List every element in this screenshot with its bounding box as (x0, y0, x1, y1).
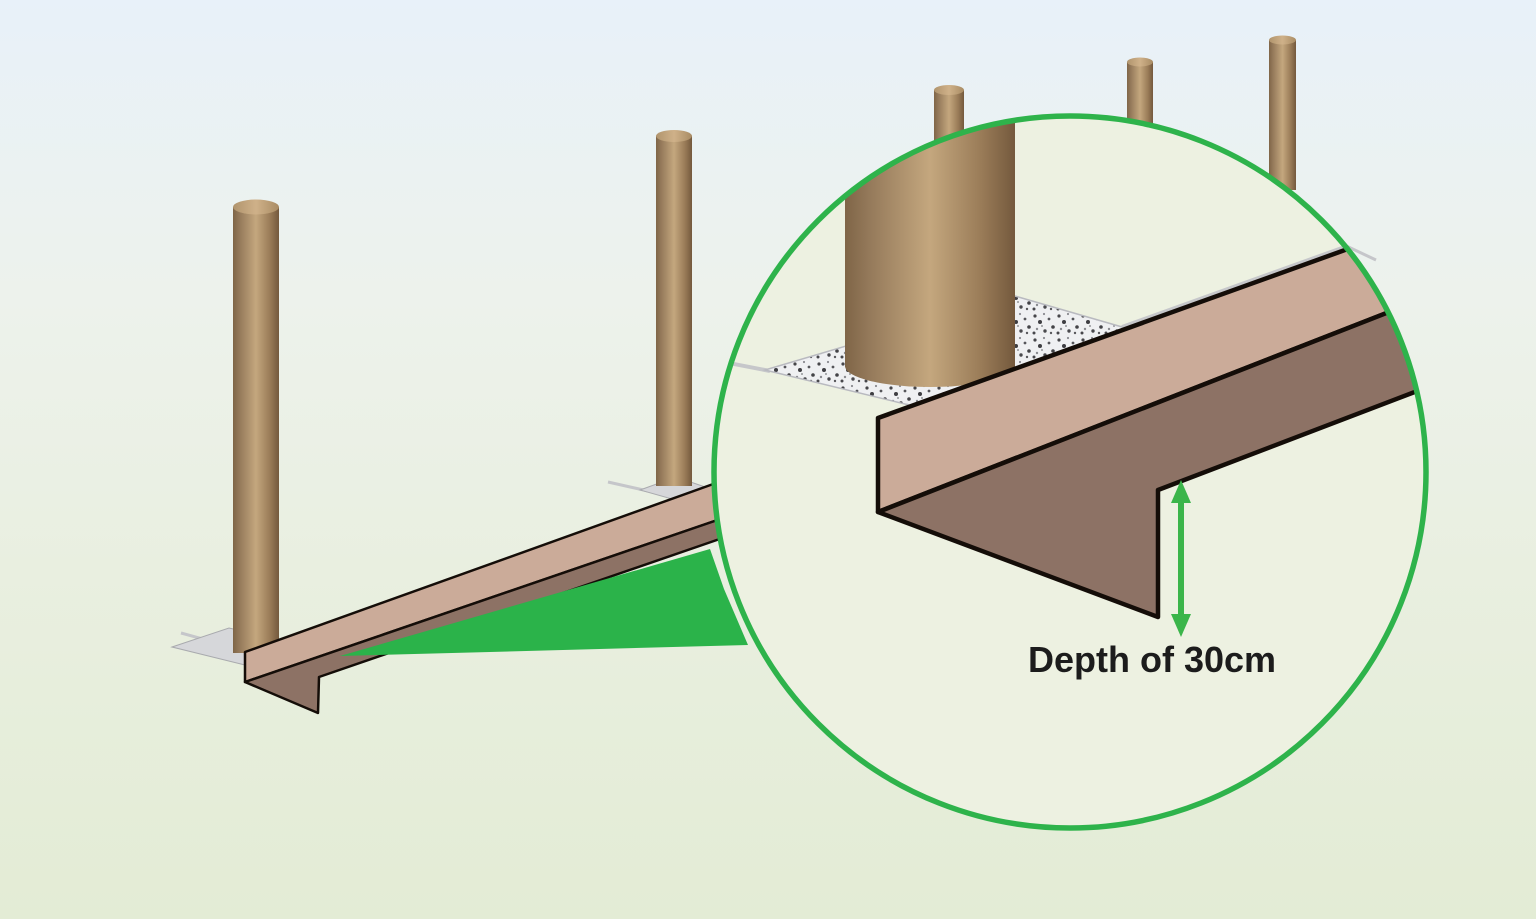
magnified-ground-line-right (1121, 241, 1357, 329)
magnifier-circle-ring (711, 113, 1429, 831)
fence-post-front-right (656, 130, 692, 486)
depth-label: Depth of 30cm (1028, 639, 1276, 680)
zoom-wedge (340, 549, 748, 656)
fence-post-front-left (233, 199, 279, 653)
depth-arrow-head-down (1171, 614, 1191, 637)
fence-post-back-3 (1269, 35, 1296, 190)
depth-arrow (1171, 480, 1191, 637)
magnified-view (714, 116, 1426, 637)
depth-arrow-head-up (1171, 480, 1191, 503)
magnified-trench-inner-wall (875, 300, 1426, 620)
